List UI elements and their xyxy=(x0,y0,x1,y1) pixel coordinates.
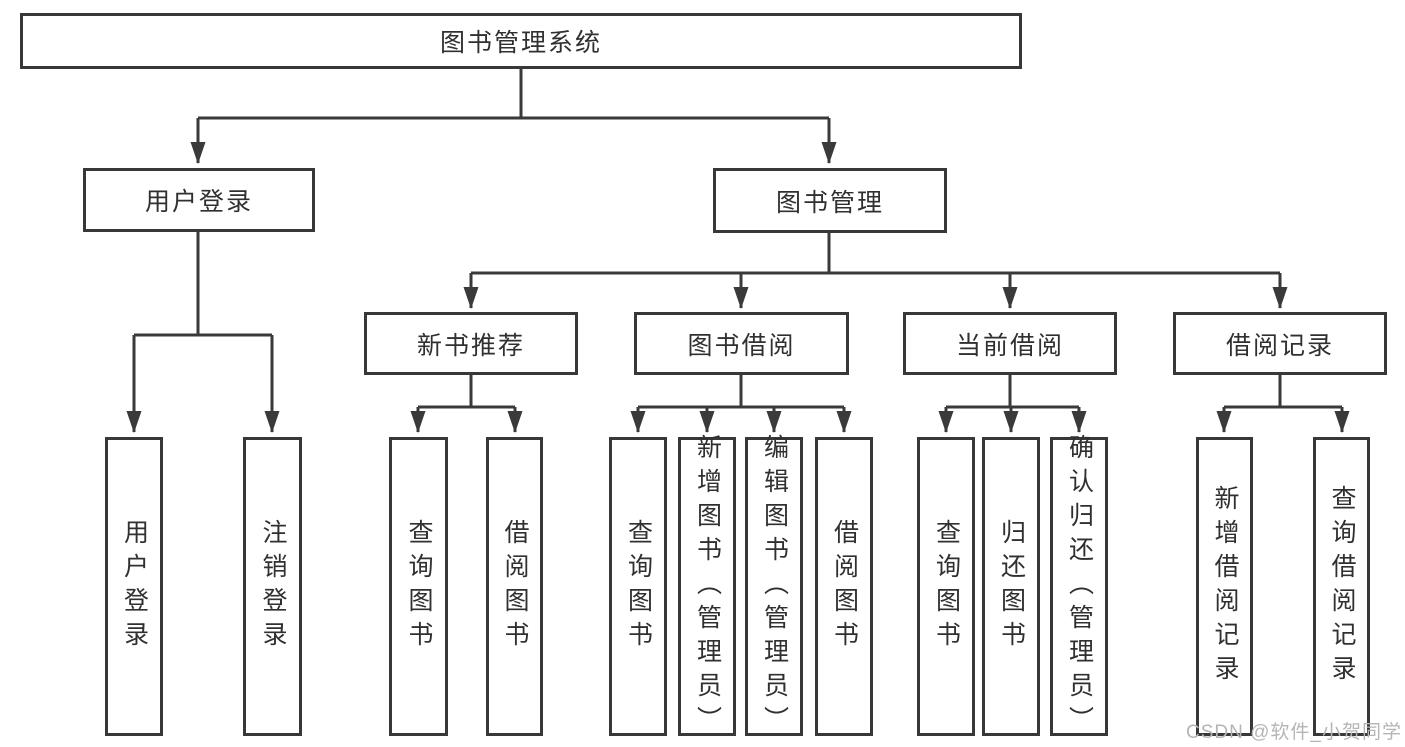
node-book-management: 图书管理 xyxy=(713,168,947,233)
node-borrow-records: 借阅记录 xyxy=(1173,312,1387,375)
leaf-query-borrow-record: 查询借阅记录 xyxy=(1313,437,1370,736)
leaf-edit-book-admin: 编辑图书（管理员） xyxy=(745,434,803,740)
leaf-edit-book-admin-label: 编辑图书（管理员） xyxy=(760,433,789,740)
leaf-add-borrow-record-label: 新增借阅记录 xyxy=(1211,484,1239,689)
leaf-query-books-borrow: 查询图书 xyxy=(609,437,667,736)
leaf-add-book-admin: 新增图书（管理员） xyxy=(678,434,736,740)
node-current-borrow: 当前借阅 xyxy=(903,312,1117,375)
leaf-borrow-books-label: 借阅图书 xyxy=(830,518,859,655)
leaf-borrow-books-recommend-label: 借阅图书 xyxy=(501,518,529,655)
node-root: 图书管理系统 xyxy=(20,13,1022,69)
leaf-return-book-label: 归还图书 xyxy=(997,518,1026,655)
leaf-logout: 注销登录 xyxy=(243,437,302,736)
leaf-user-login-label: 用户登录 xyxy=(120,518,149,655)
leaf-user-login: 用户登录 xyxy=(105,437,163,736)
leaf-borrow-books-recommend: 借阅图书 xyxy=(486,437,543,736)
node-new-book-recommend: 新书推荐 xyxy=(364,312,578,375)
node-book-borrow: 图书借阅 xyxy=(634,312,849,375)
leaf-logout-label: 注销登录 xyxy=(259,518,287,655)
leaf-add-borrow-record: 新增借阅记录 xyxy=(1196,437,1253,736)
leaf-borrow-books: 借阅图书 xyxy=(815,437,873,736)
leaf-query-books-borrow-label: 查询图书 xyxy=(624,518,653,655)
leaf-return-book: 归还图书 xyxy=(982,437,1040,736)
leaf-query-books-recommend: 查询图书 xyxy=(389,437,448,736)
leaf-query-books-recommend-label: 查询图书 xyxy=(405,518,433,655)
leaf-query-books-current-label: 查询图书 xyxy=(932,518,961,655)
leaf-confirm-return-admin-label: 确认归还（管理员） xyxy=(1065,433,1094,740)
csdn-watermark: CSDN @软件_小贺同学 xyxy=(1186,722,1402,743)
node-user-login: 用户登录 xyxy=(83,168,315,232)
leaf-query-books-current: 查询图书 xyxy=(917,437,975,736)
leaf-confirm-return-admin: 确认归还（管理员） xyxy=(1050,434,1108,740)
leaf-add-book-admin-label: 新增图书（管理员） xyxy=(693,433,722,740)
leaf-query-borrow-record-label: 查询借阅记录 xyxy=(1328,484,1356,689)
